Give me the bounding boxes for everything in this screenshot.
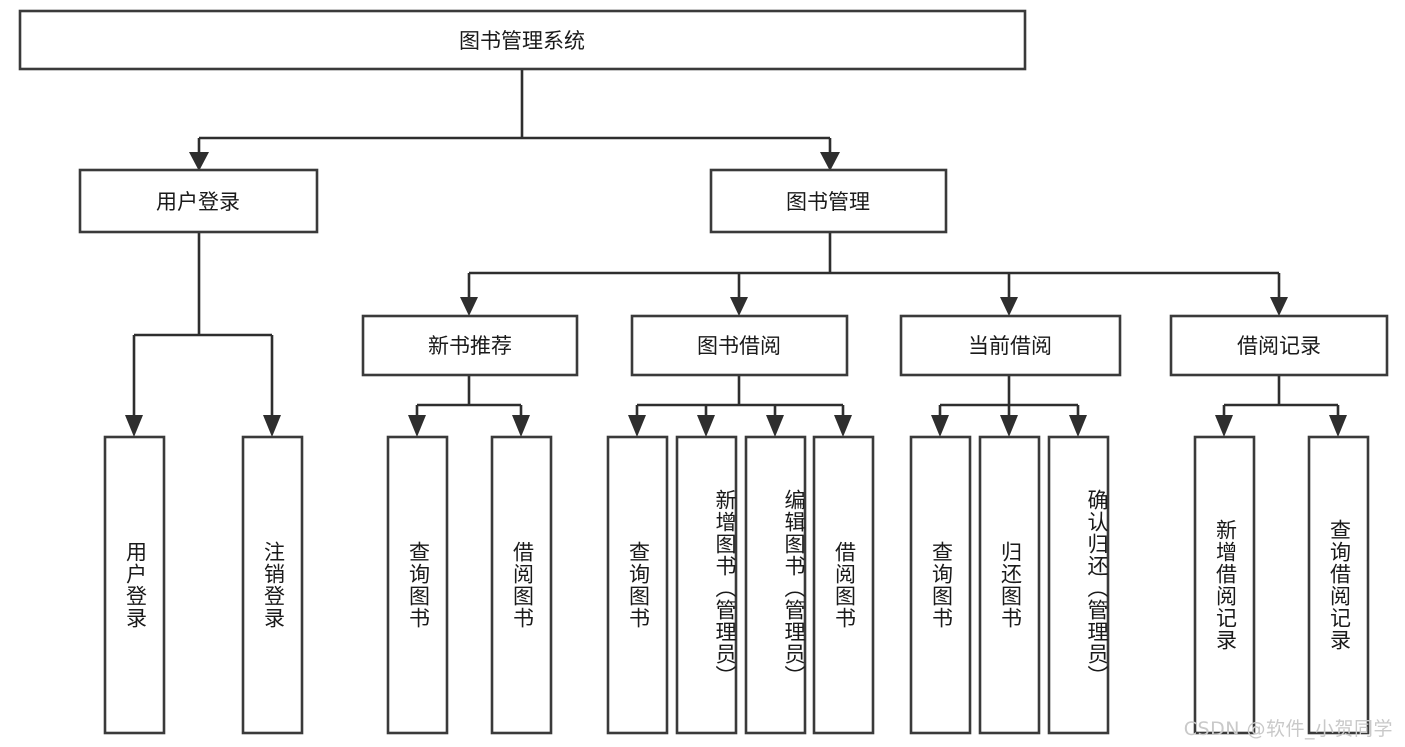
leaf-box-add-book-admin[interactable] bbox=[675, 435, 738, 735]
arrowhead-borrowrecord-leaf2 bbox=[1329, 415, 1347, 437]
connectors-root-to-level2 bbox=[189, 69, 840, 171]
arrowhead-current-borrow bbox=[1000, 297, 1018, 316]
node-new-book-box[interactable] bbox=[361, 314, 579, 377]
leaf-box-confirm-return-admin[interactable] bbox=[1047, 435, 1110, 735]
arrowhead-leaf-user-login bbox=[125, 415, 143, 437]
arrowhead-user-login bbox=[189, 152, 209, 171]
arrowhead-currentborrow-leaf1 bbox=[931, 415, 949, 437]
arrowhead-bookborrow-leaf3 bbox=[766, 415, 784, 437]
node-current-borrow-label: 当前借阅 bbox=[968, 334, 1052, 358]
node-book-manage-box[interactable] bbox=[709, 168, 948, 234]
arrowhead-bookborrow-leaf2 bbox=[697, 415, 715, 437]
node-book-manage-label: 图书管理 bbox=[786, 190, 870, 214]
node-user-login-box[interactable] bbox=[78, 168, 319, 234]
leaf-box-query-book-3[interactable] bbox=[909, 435, 972, 735]
node-borrow-record-box[interactable] bbox=[1169, 314, 1389, 377]
leaf-box-borrow-book-1[interactable] bbox=[490, 435, 553, 735]
leaf-box-query-book-2[interactable] bbox=[606, 435, 669, 735]
node-user-login-label: 用户登录 bbox=[156, 190, 240, 214]
connectors-book-manage-to-level3 bbox=[460, 232, 1288, 316]
leaf-box-user-login[interactable] bbox=[103, 435, 166, 735]
leaf-box-add-borrow-record[interactable] bbox=[1193, 435, 1256, 735]
arrowhead-book-manage bbox=[820, 152, 840, 171]
arrowhead-bookborrow-leaf1 bbox=[628, 415, 646, 437]
watermark-text: CSDN @软件_小贺同学 bbox=[1183, 718, 1393, 740]
leaf-box-borrow-book-2[interactable] bbox=[812, 435, 875, 735]
arrowhead-leaf-logout bbox=[263, 415, 281, 437]
node-root-box[interactable] bbox=[18, 9, 1027, 71]
arrowhead-borrow-record bbox=[1270, 297, 1288, 316]
leaf-box-edit-book-admin[interactable] bbox=[744, 435, 807, 735]
arrowhead-new-book bbox=[460, 297, 478, 316]
arrowhead-currentborrow-leaf3 bbox=[1069, 415, 1087, 437]
node-root-label: 图书管理系统 bbox=[459, 29, 585, 53]
connectors-user-login-to-leaves bbox=[125, 232, 281, 437]
leaf-box-return-book[interactable] bbox=[978, 435, 1041, 735]
arrowhead-currentborrow-leaf2 bbox=[1000, 415, 1018, 437]
node-current-borrow-box[interactable] bbox=[899, 314, 1122, 377]
connectors-book-borrow-to-leaves bbox=[628, 375, 852, 437]
node-book-borrow-box[interactable] bbox=[630, 314, 849, 377]
leaf-box-logout[interactable] bbox=[241, 435, 304, 735]
arrowhead-newbook-leaf2 bbox=[512, 415, 530, 437]
node-book-borrow-label: 图书借阅 bbox=[697, 334, 781, 358]
node-new-book-label: 新书推荐 bbox=[428, 334, 512, 358]
connectors-new-book-to-leaves bbox=[408, 375, 530, 437]
leaf-box-query-book-1[interactable] bbox=[386, 435, 449, 735]
arrowhead-bookborrow-leaf4 bbox=[834, 415, 852, 437]
connectors-current-borrow-to-leaves bbox=[931, 375, 1087, 437]
arrowhead-book-borrow bbox=[730, 297, 748, 316]
leaf-box-query-borrow-record[interactable] bbox=[1307, 435, 1370, 735]
node-borrow-record-label: 借阅记录 bbox=[1237, 334, 1321, 358]
arrowhead-newbook-leaf1 bbox=[408, 415, 426, 437]
connectors-borrow-record-to-leaves bbox=[1215, 375, 1347, 437]
arrowhead-borrowrecord-leaf1 bbox=[1215, 415, 1233, 437]
